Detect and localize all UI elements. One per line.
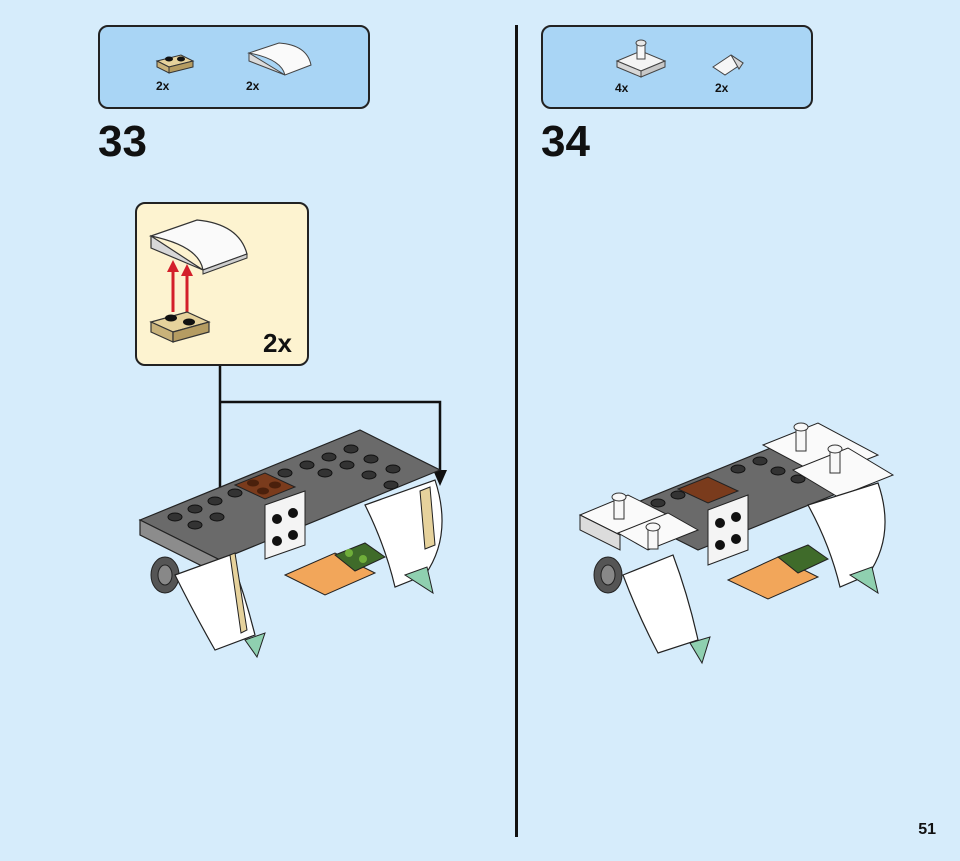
step-number-34: 34 (541, 117, 590, 166)
wedge-slope-icon (712, 54, 744, 76)
model-step-34 (578, 422, 895, 665)
subassembly-callout: 2x (135, 202, 309, 366)
bar-holder-icon (615, 39, 667, 78)
part-qty-bar-holder: 4x (615, 81, 629, 95)
part-qty-tan-plate: 2x (156, 79, 170, 93)
column-divider (515, 25, 518, 837)
curved-slope-icon (247, 42, 312, 76)
subassembly-illustration (148, 219, 248, 343)
tan-plate-icon (155, 54, 195, 74)
part-qty-curved-slope: 2x (246, 79, 260, 93)
step-number-33: 33 (98, 117, 147, 166)
part-qty-wedge-slope: 2x (715, 81, 729, 95)
page-number: 51 (918, 821, 936, 838)
parts-callout-step-33: 2x 2x (98, 25, 370, 109)
model-step-33 (138, 429, 443, 659)
subassembly-multiplier: 2x (263, 328, 292, 358)
parts-callout-step-34: 4x 2x (541, 25, 813, 109)
